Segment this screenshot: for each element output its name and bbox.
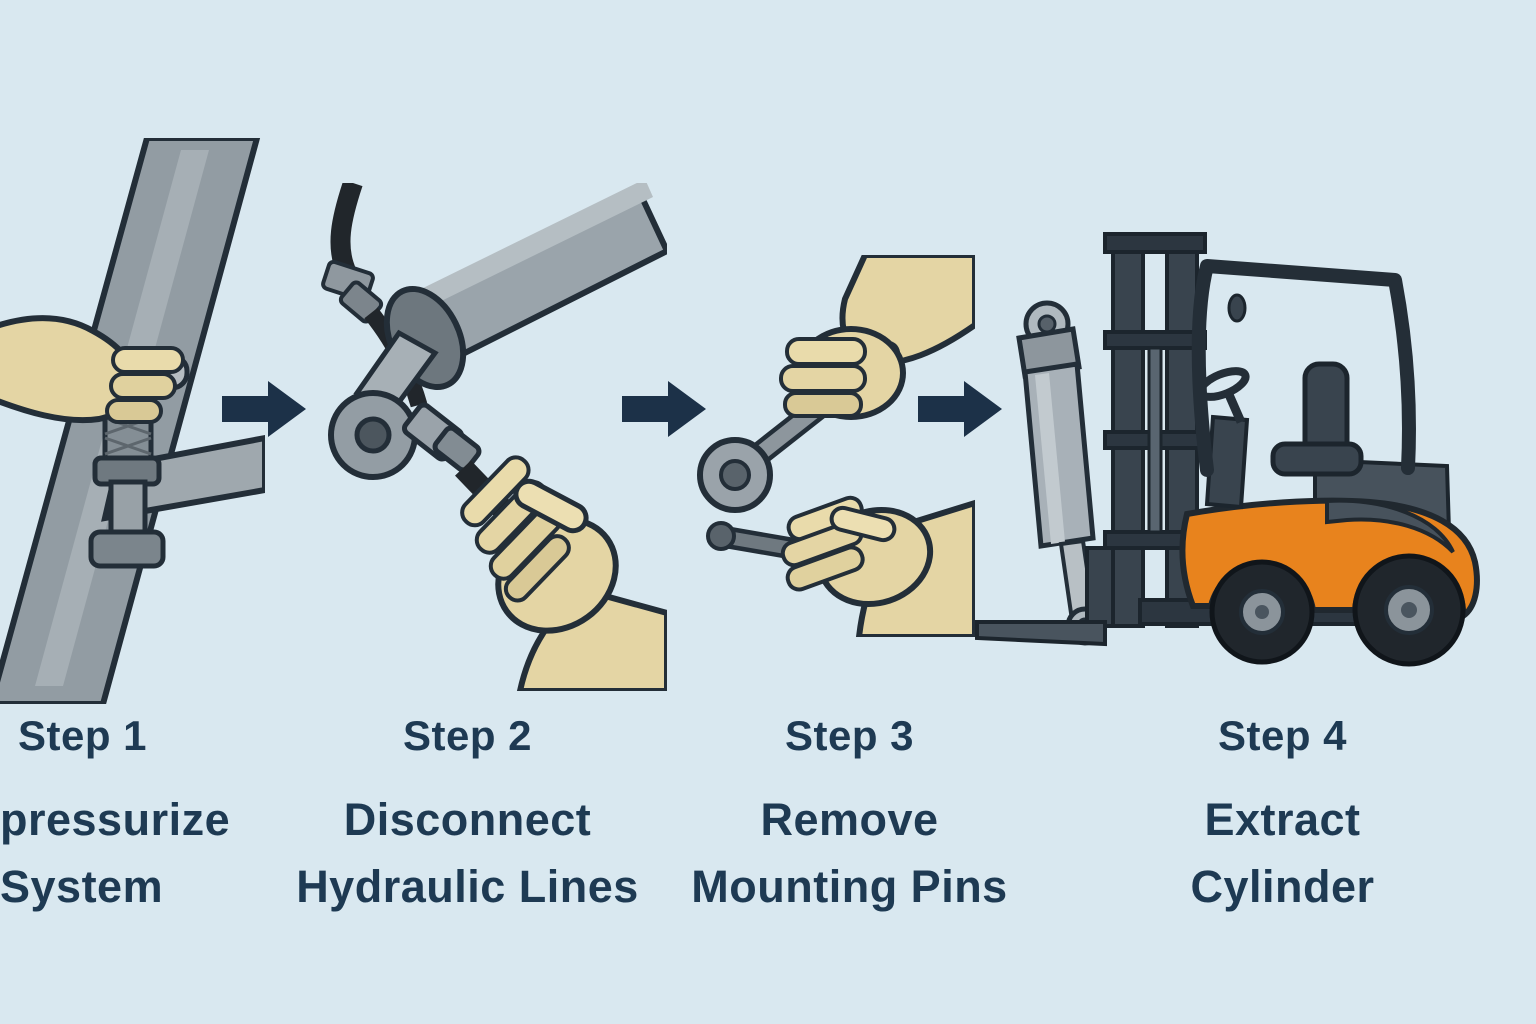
step4-desc-line1: Extract: [1204, 794, 1361, 845]
seat-base-icon: [1270, 441, 1364, 477]
step3-label: Step 3: [784, 712, 915, 759]
hand-icon: [460, 455, 667, 691]
arrow-right-icon: [622, 381, 706, 437]
step2-label: Step 2: [402, 712, 533, 759]
step1-illustration: [0, 138, 265, 704]
upper-hand-icon: [779, 326, 906, 420]
lower-hand-icon: [780, 495, 934, 608]
forklift-icon: [975, 232, 1480, 667]
mirror-icon: [1227, 293, 1247, 323]
extracted-cylinder-icon: [1016, 300, 1105, 646]
hand-icon: [0, 315, 185, 424]
step1-label: Step 1: [18, 712, 148, 759]
arrow-right-icon: [918, 381, 1002, 437]
step3-illustration: [697, 255, 975, 637]
step4-desc-line2: Cylinder: [1190, 861, 1375, 912]
rear-wheel-icon: [1352, 553, 1466, 667]
step1-desc-line2: System: [0, 861, 164, 912]
step3-caption: Step 3 Remove Mounting Pins: [672, 712, 1027, 920]
step2-desc-line2: Hydraulic Lines: [296, 861, 639, 912]
step4-label: Step 4: [1217, 712, 1348, 759]
fork-icon: [975, 620, 1107, 647]
step3-desc-line1: Remove: [760, 794, 939, 845]
fork-carriage-icon: [1085, 546, 1115, 628]
arrow-right-icon: [222, 381, 306, 437]
step4-illustration: [975, 232, 1480, 667]
step1-desc-line1: pressurize: [0, 794, 231, 845]
step2-desc-line1: Disconnect: [343, 794, 592, 845]
cylinder-icon: [328, 183, 667, 480]
step2-illustration: [321, 183, 667, 691]
step2-caption: Step 2 Disconnect Hydraulic Lines: [290, 712, 645, 920]
step1-caption: Step 1 pressurize System: [0, 712, 250, 920]
overhead-guard-icon: [1191, 259, 1416, 477]
step4-caption: Step 4 Extract Cylinder: [1105, 712, 1460, 920]
fender-icon: [1325, 498, 1455, 554]
front-wheel-icon: [1209, 559, 1315, 665]
step3-desc-line2: Mounting Pins: [691, 861, 1008, 912]
